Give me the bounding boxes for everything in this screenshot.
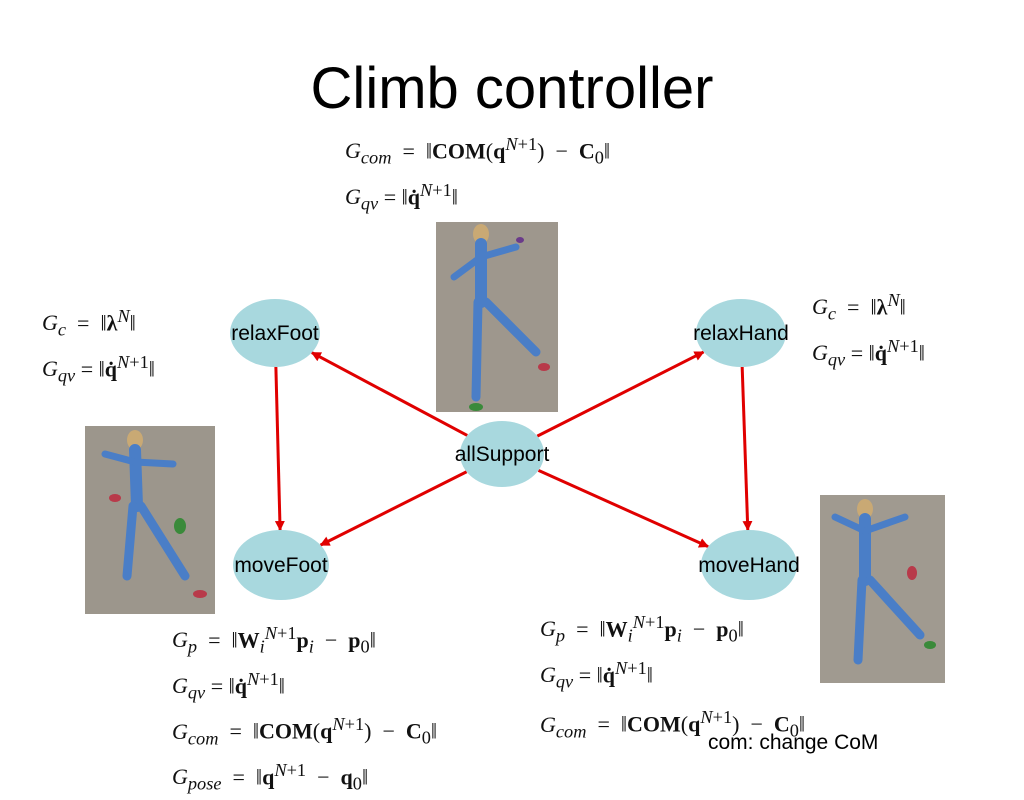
nodes: allSupport relaxFoot relaxHand moveFoot move… bbox=[230, 299, 800, 600]
edge-allSupport-to-relaxHand bbox=[537, 352, 703, 436]
node-allSupport: allSupport bbox=[455, 421, 550, 487]
node-moveFoot: moveFoot bbox=[233, 530, 329, 600]
node-relaxFoot: relaxFoot bbox=[230, 299, 320, 367]
node-label: moveHand bbox=[698, 554, 800, 577]
node-relaxHand: relaxHand bbox=[693, 299, 789, 367]
node-label: allSupport bbox=[455, 443, 550, 466]
node-label: relaxHand bbox=[693, 322, 789, 345]
edge-allSupport-to-moveFoot bbox=[321, 472, 467, 545]
edge-relaxFoot-to-moveFoot bbox=[276, 367, 280, 530]
edge-allSupport-to-moveHand bbox=[538, 470, 708, 546]
node-label: relaxFoot bbox=[231, 322, 319, 345]
edge-allSupport-to-relaxFoot bbox=[312, 353, 467, 436]
node-label: moveFoot bbox=[234, 554, 328, 577]
footnote: com: change CoM bbox=[708, 731, 878, 755]
node-moveHand: moveHand bbox=[698, 530, 800, 600]
state-diagram: allSupport relaxFoot relaxHand moveFoot move… bbox=[0, 0, 1024, 768]
edge-relaxHand-to-moveHand bbox=[742, 367, 748, 530]
